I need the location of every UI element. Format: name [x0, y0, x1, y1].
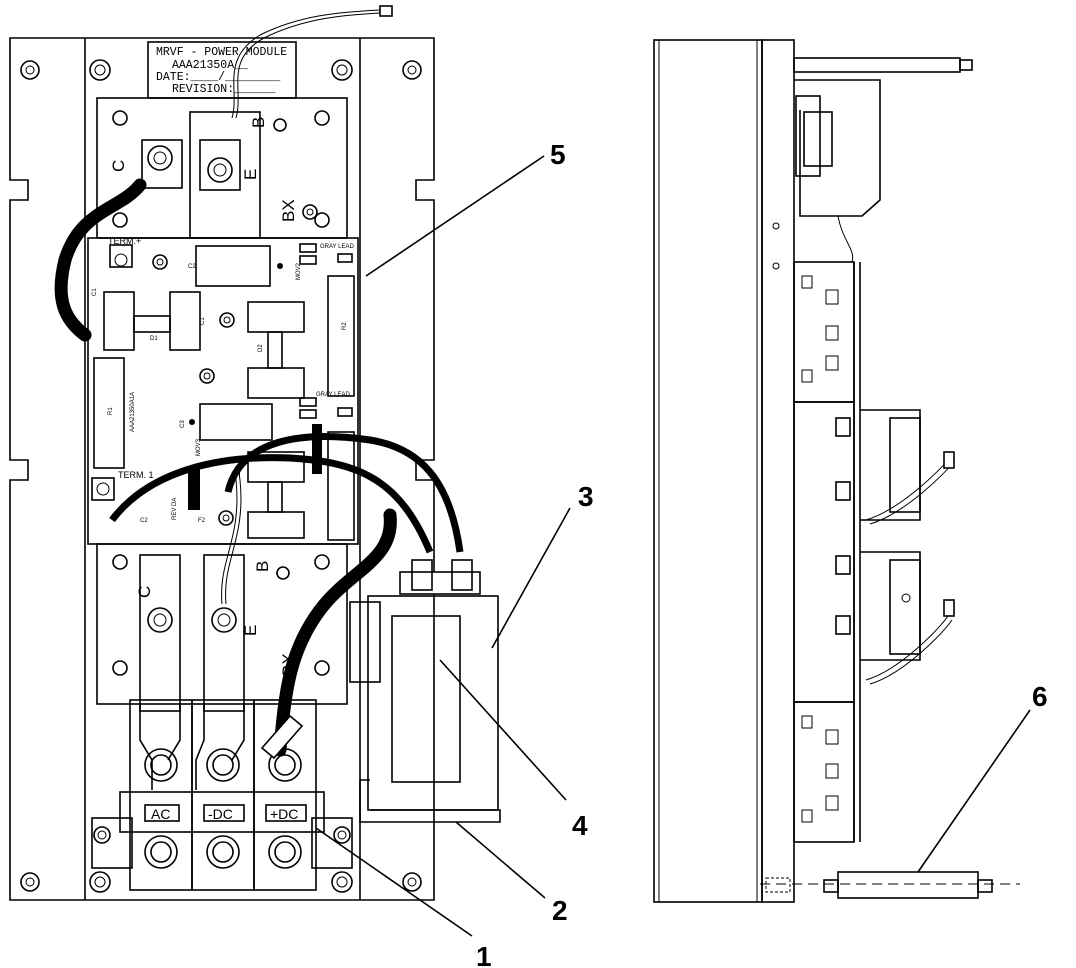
snubber-lead-1 — [109, 454, 434, 554]
upper-transistor-module: C E B BX — [96, 97, 348, 239]
heatsink-plate — [9, 37, 435, 901]
mov3-label: MOV3 — [196, 438, 202, 456]
c3-label: C3 — [180, 420, 186, 428]
gray-lead-top: GRAY LEAD — [320, 244, 354, 250]
mounting-screw-icon — [20, 59, 422, 893]
capacitor-power-cable — [273, 508, 397, 757]
nameplate-line-1: MRVF - POWER MODULE — [156, 46, 287, 59]
terminal-label-ac: AC — [151, 806, 170, 822]
r2-label: R2 — [342, 322, 348, 330]
bx-label-upper: BX — [279, 199, 298, 222]
nameplate-line-3: DATE:____/________ — [156, 71, 280, 84]
collector-label-upper: C — [109, 160, 128, 172]
r1-label: R1 — [108, 407, 114, 415]
terminal-label-neg-dc: -DC — [208, 806, 233, 822]
side-view — [653, 39, 1020, 903]
d2-label: D2 — [258, 344, 264, 352]
mov2-label: MOV2 — [296, 262, 302, 280]
collector-label-lower: C — [135, 586, 154, 598]
d1-label: D1 — [150, 336, 158, 342]
front-view: MRVF - POWER MODULE AAA21350A__ DATE:___… — [9, 5, 501, 901]
c2-label: C2 — [188, 264, 196, 270]
capacitor-assembly — [349, 559, 501, 823]
jumper-bar-upper — [312, 424, 322, 474]
rev-da-label: REV DA — [172, 498, 178, 520]
upper-collector-cable — [54, 178, 147, 342]
jumper-bar — [188, 466, 200, 510]
callouts: 1 2 3 4 5 6 — [315, 139, 1048, 968]
term-plus-label: TERM.+ — [108, 236, 141, 246]
terminal-label-pos-dc: +DC — [270, 806, 298, 822]
nameplate-line-2: AAA21350A__ — [172, 59, 248, 72]
callout-4: 4 — [572, 810, 588, 841]
f2-label: F2 — [198, 518, 206, 524]
part-no-label: AAA21350A1A — [130, 392, 136, 432]
base-label-lower: B — [253, 561, 272, 572]
gray-lead-bottom: GRAY LEAD — [316, 392, 350, 398]
callout-3: 3 — [578, 481, 594, 512]
terminal-block: AC -DC +DC — [91, 699, 353, 891]
nameplate: MRVF - POWER MODULE AAA21350A__ DATE:___… — [147, 41, 297, 99]
snubber-lead-2 — [224, 433, 464, 553]
c1-label: C1 — [200, 317, 206, 325]
emitter-label-lower: E — [241, 625, 260, 636]
nameplate-line-4: REVISION:______ — [172, 83, 276, 96]
base-label-upper: B — [249, 117, 268, 128]
c2-label-bottom: C2 — [140, 518, 148, 524]
term-1-label: TERM. 1 — [118, 470, 154, 480]
c1-label-edge: C1 — [92, 288, 98, 296]
callout-5: 5 — [550, 139, 566, 170]
callout-6: 6 — [1032, 681, 1048, 712]
callout-2: 2 — [552, 895, 568, 926]
callout-1: 1 — [476, 941, 492, 968]
emitter-label-upper: E — [241, 169, 260, 180]
